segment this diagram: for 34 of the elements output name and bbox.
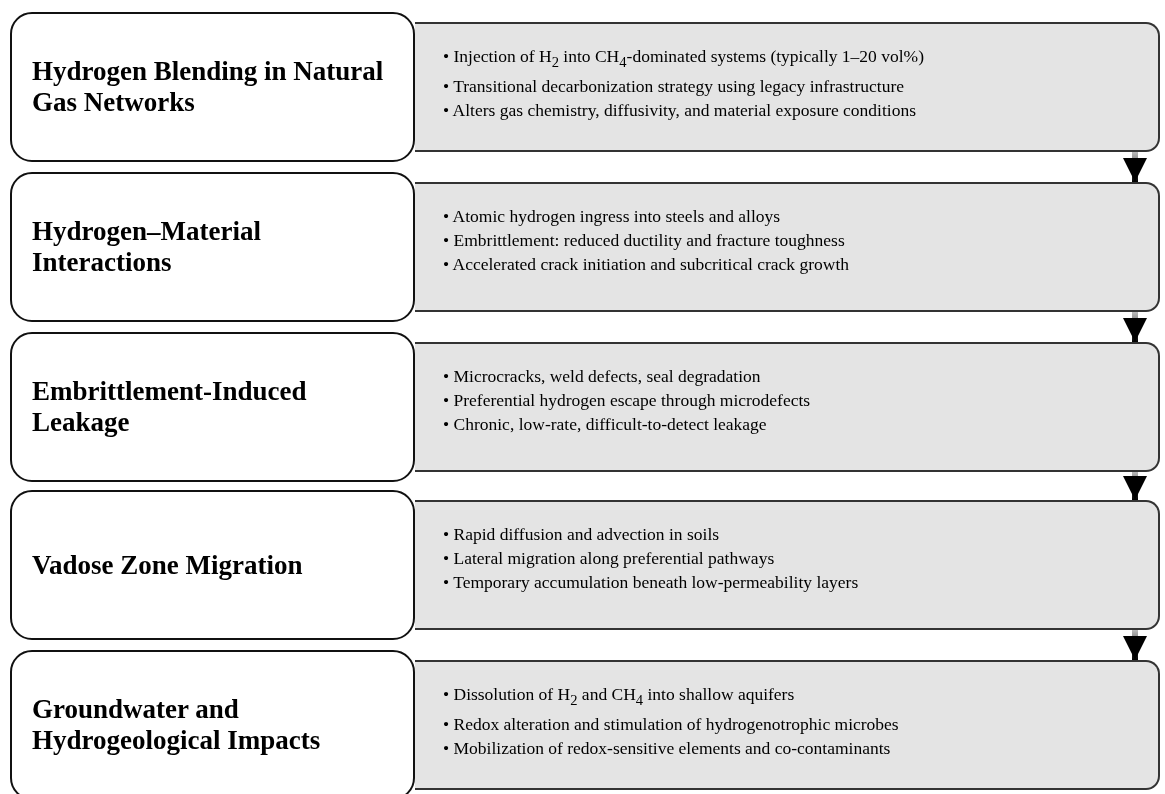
detail-panel: [415, 342, 1160, 472]
arrow: [1123, 630, 1147, 660]
stage-heading: Hydrogen–Material Interactions: [32, 216, 262, 278]
bullet-point: • Transitional decarbonization strategy using legacy infrastructure: [443, 74, 905, 98]
stage-box: [10, 172, 415, 322]
arrow: [1123, 312, 1147, 342]
bullet-point: • Temporary accumulation beneath low-permeability layers: [443, 571, 860, 594]
detail-panel: [415, 660, 1160, 790]
bullet-point: • Lateral migration along preferential pathways: [443, 547, 776, 570]
bullet-point: • Chronic, low-rate, difficult-to-detect leakage: [443, 413, 768, 436]
bullet-point: • Atomic hydrogen ingress into steels and alloys: [443, 205, 782, 228]
arrow: [1123, 152, 1147, 182]
stage-heading: Embrittlement-Induced Leakage: [32, 376, 308, 438]
bullet-point: • Alters gas chemistry, diffusivity, and material exposure conditions: [443, 98, 918, 122]
stage-heading: Hydrogen Blending in Natural Gas Networks: [32, 56, 385, 118]
stage-box: [10, 12, 415, 162]
bullet-point: • Embrittlement: reduced ductility and fracture toughness: [443, 229, 846, 252]
bullet-point: • Microcracks, weld defects, seal degradation: [443, 365, 762, 388]
detail-panel: [415, 22, 1160, 152]
arrow: [1123, 472, 1147, 500]
stage-box: [10, 650, 415, 794]
bullet-point: • Preferential hydrogen escape through microdefects: [443, 389, 812, 412]
stage-box: [10, 490, 415, 640]
bullet-point: • Redox alteration and stimulation of hydrogenotrophic microbes: [443, 712, 900, 736]
stage-heading: Vadose Zone Migration: [32, 549, 303, 581]
stage-box: [10, 332, 415, 482]
stage-heading: Groundwater and Hydrogeological Impacts: [32, 694, 322, 756]
bullet-point: • Dissolution of H$_{2}$ and CH$_{4}$ into shallow aquifers: [443, 683, 796, 710]
bullet-point: • Rapid diffusion and advection in soils: [443, 523, 721, 546]
bullet-point: • Mobilization of redox-sensitive elements and co-contaminants: [443, 736, 892, 760]
detail-panel: [415, 182, 1160, 312]
bullet-point: • Injection of H$_{2}$ into CH$_{4}$-dominated systems (typically 1–20 vol%): [443, 45, 925, 72]
detail-panel: [415, 500, 1160, 630]
bullet-point: • Accelerated crack initiation and subcritical crack growth: [443, 253, 850, 276]
